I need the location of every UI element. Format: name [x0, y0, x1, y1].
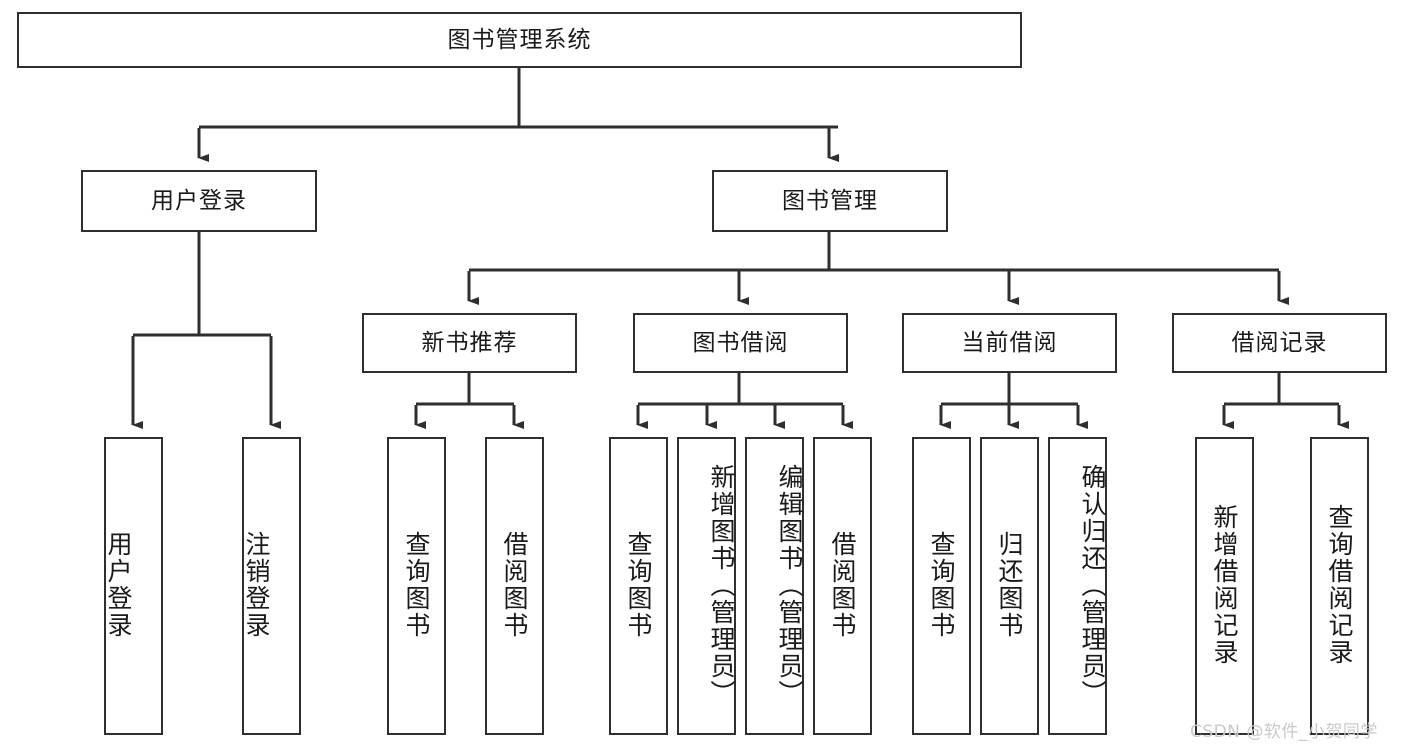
node-book-borrow[interactable]: 图书借阅 [633, 313, 848, 373]
node-label: 注销登录 [242, 531, 271, 639]
leaf-borrow-book[interactable]: 借阅图书 [813, 437, 872, 735]
node-book-manage[interactable]: 图书管理 [712, 170, 948, 232]
node-label: 当前借阅 [961, 329, 1058, 356]
node-label: 图书借阅 [692, 329, 789, 356]
node-label: 查询图书 [927, 531, 956, 639]
leaf-query-book-current[interactable]: 查询图书 [912, 437, 971, 735]
node-label: 查询图书 [624, 531, 653, 639]
leaf-query-book-borrow[interactable]: 查询图书 [609, 437, 668, 735]
node-label: 图书管理 [782, 187, 878, 214]
node-label: 借阅记录 [1231, 329, 1328, 356]
leaf-query-borrow-record[interactable]: 查询借阅记录 [1310, 437, 1369, 735]
leaf-add-book[interactable]: 新增图书（管理员） [677, 437, 736, 735]
node-label: 图书管理系统 [447, 26, 592, 53]
node-root-system[interactable]: 图书管理系统 [17, 12, 1022, 68]
leaf-user-login[interactable]: 用户登录 [104, 437, 163, 735]
leaf-confirm-return[interactable]: 确认归还（管理员） [1048, 437, 1107, 735]
node-label: 新增图书（管理员） [707, 463, 736, 707]
leaf-return-book[interactable]: 归还图书 [980, 437, 1039, 735]
node-label: 查询图书 [402, 531, 431, 639]
leaf-logout-login[interactable]: 注销登录 [242, 437, 301, 735]
node-user-login[interactable]: 用户登录 [81, 170, 317, 232]
leaf-edit-book[interactable]: 编辑图书（管理员） [745, 437, 804, 735]
leaf-borrow-book-recommend[interactable]: 借阅图书 [485, 437, 544, 735]
node-label: 查询借阅记录 [1325, 504, 1354, 666]
node-label: 新书推荐 [421, 329, 518, 356]
node-label: 新增借阅记录 [1210, 504, 1239, 666]
node-label: 归还图书 [995, 531, 1024, 639]
node-label: 编辑图书（管理员） [775, 463, 804, 707]
node-borrow-record[interactable]: 借阅记录 [1172, 313, 1387, 373]
node-label: 用户登录 [151, 187, 247, 214]
watermark-text: CSDN @软件_小贺同学 [1190, 722, 1378, 742]
node-label: 确认归还（管理员） [1078, 463, 1107, 707]
node-label: 借阅图书 [828, 531, 857, 639]
node-current-borrow[interactable]: 当前借阅 [902, 313, 1117, 373]
leaf-add-borrow-record[interactable]: 新增借阅记录 [1195, 437, 1254, 735]
node-new-book-recommend[interactable]: 新书推荐 [362, 313, 577, 373]
node-label: 用户登录 [104, 531, 133, 639]
leaf-query-book-recommend[interactable]: 查询图书 [387, 437, 446, 735]
node-label: 借阅图书 [500, 531, 529, 639]
